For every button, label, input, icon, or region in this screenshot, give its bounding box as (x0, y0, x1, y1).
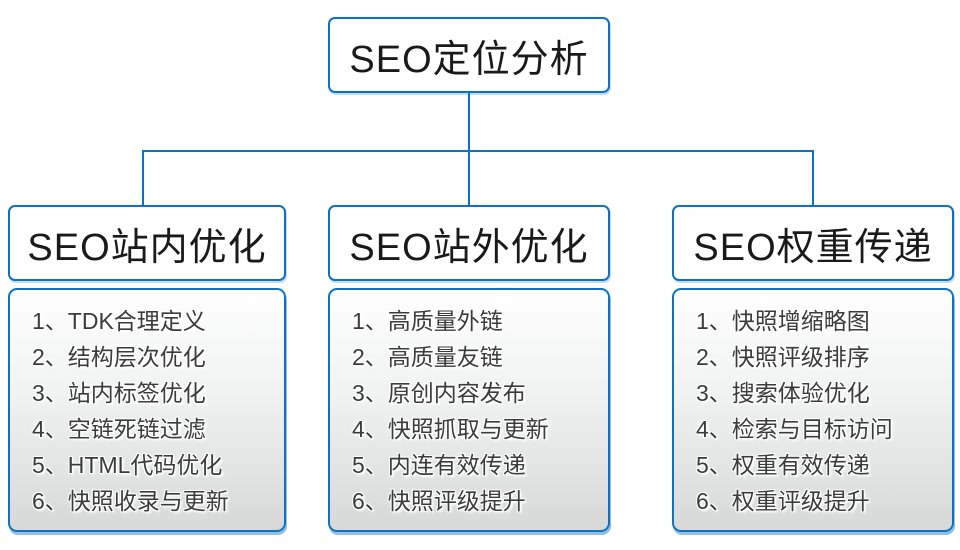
header-seo-weight-transfer: SEO权重传递 (672, 205, 954, 281)
list-item: 6、快照评级提升 (352, 488, 526, 514)
header-seo-onsite: SEO站内优化 (8, 205, 286, 281)
list-item: 1、高质量外链 (352, 308, 503, 334)
list-item: 5、权重有效传递 (696, 452, 870, 478)
header-seo-weight-transfer-label: SEO权重传递 (693, 226, 933, 269)
connector-horizontal (142, 150, 813, 152)
node-seo-positioning: SEO定位分析 (328, 17, 610, 93)
list-seo-offsite: 1、高质量外链 2、高质量友链 3、原创内容发布 4、快照抓取与更新 5、内连有… (328, 288, 610, 532)
list-item: 3、站内标签优化 (32, 380, 206, 406)
connector-middle-vertical (468, 150, 470, 205)
node-seo-positioning-label: SEO定位分析 (349, 38, 589, 81)
list-item: 2、结构层次优化 (32, 344, 206, 370)
header-seo-onsite-label: SEO站内优化 (27, 226, 267, 269)
list-item: 5、内连有效传递 (352, 452, 526, 478)
list-item: 6、权重评级提升 (696, 488, 870, 514)
list-item: 6、快照收录与更新 (32, 488, 229, 514)
list-item: 5、HTML代码优化 (32, 452, 223, 478)
list-item: 3、原创内容发布 (352, 380, 526, 406)
connector-right-vertical (812, 150, 814, 205)
list-item: 4、检索与目标访问 (696, 416, 893, 442)
header-seo-offsite-label: SEO站外优化 (349, 226, 589, 269)
connector-left-vertical (142, 150, 144, 205)
header-seo-offsite: SEO站外优化 (328, 205, 610, 281)
list-item: 1、TDK合理定义 (32, 308, 206, 334)
list-item: 2、快照评级排序 (696, 344, 870, 370)
connector-root-vertical (468, 93, 470, 151)
list-item: 3、搜索体验优化 (696, 380, 870, 406)
list-seo-onsite: 1、TDK合理定义 2、结构层次优化 3、站内标签优化 4、空链死链过滤 5、H… (8, 288, 286, 532)
list-item: 1、快照增缩略图 (696, 308, 870, 334)
list-item: 4、空链死链过滤 (32, 416, 206, 442)
list-item: 4、快照抓取与更新 (352, 416, 549, 442)
list-seo-weight-transfer: 1、快照增缩略图 2、快照评级排序 3、搜索体验优化 4、检索与目标访问 5、权… (672, 288, 954, 532)
list-item: 2、高质量友链 (352, 344, 503, 370)
